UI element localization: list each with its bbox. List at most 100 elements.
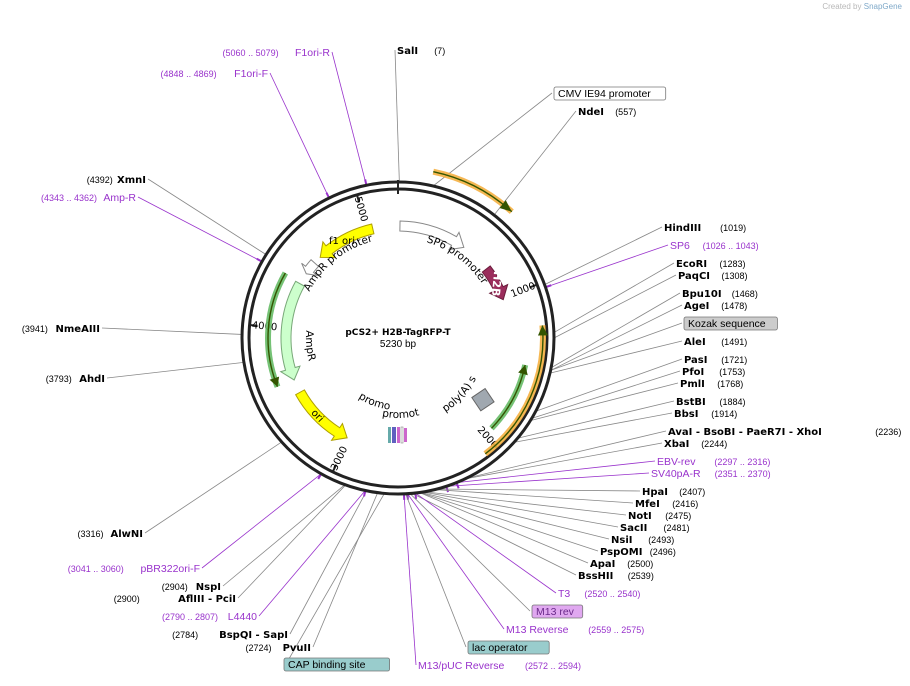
pbr322ori-name: pBR322ori-F [140, 563, 200, 575]
green-right-arrowhead [518, 365, 528, 376]
afliii-pos: (2900) [114, 594, 140, 604]
lac-operator-box [467, 640, 550, 655]
ecori-label-group: EcoRI (1283) [676, 259, 746, 270]
alwni-pos: (3316) [77, 529, 103, 539]
mfei-label-group: MfeI(2416) [635, 499, 698, 510]
bbsi-name: BbsI [674, 409, 698, 420]
feature-arcs [265, 168, 548, 457]
nsii-leader [420, 491, 610, 540]
sp6-pos: (1026 .. 1043) [703, 241, 759, 251]
sp6-label-group: SP6(1026 .. 1043) [670, 240, 759, 252]
tick-label: 4000 [251, 320, 277, 333]
l4440-name: L4440 [228, 611, 257, 623]
ecori-name: EcoRI [676, 259, 707, 270]
sali-name: SalI [397, 46, 418, 57]
nmeaiii-name: NmeAIII [56, 324, 100, 335]
paqci-pos: (1308) [722, 271, 748, 281]
map-length: 5230 bp [380, 339, 417, 350]
f1ori-r-label-group: F1ori-R(5060 .. 5079) [223, 47, 331, 59]
bspqi-pos: (2784) [172, 630, 198, 640]
nspi-name: NspI [196, 582, 221, 593]
xmni-label-group: XmnI(4392) [87, 175, 146, 186]
cmv-box [553, 86, 667, 101]
m13puc-leader [403, 493, 417, 666]
m13reverse-name: M13 Reverse [506, 624, 569, 636]
xbai-name: XbaI [664, 439, 689, 450]
apai-leader [419, 492, 589, 564]
sv40-polya-label: SV40 poly(A) signal [0, 0, 479, 417]
hindiii-label-group: HindIII(1019) [664, 223, 746, 234]
hindiii-pos: (1019) [720, 223, 746, 233]
bstbi-pos: (1884) [720, 397, 746, 407]
lac-operator-name: lac operator [472, 642, 528, 654]
agei-label-group: AgeI(1478) [684, 301, 747, 312]
sali-label-group: SalI(7) [397, 46, 445, 57]
m13puc-pos: (2572 .. 2594) [525, 661, 581, 671]
bpu10i-pos: (1468) [732, 289, 758, 299]
agei-leader [550, 304, 683, 371]
ebv-rev-label-group: EBV-rev(2297 .. 2316) [657, 456, 770, 468]
lac-operator-marker [388, 427, 391, 443]
alei-label-group: AleI(1491) [684, 337, 747, 348]
pmli-leader [530, 382, 679, 422]
xbai-pos: (2244) [701, 439, 727, 449]
avai-name: AvaI - BsoBI - PaeR7I - XhoI [668, 427, 822, 438]
pfoi-label-group: PfoI(1753) [682, 367, 745, 378]
cmv-leader [432, 92, 553, 187]
sacii-leader [422, 491, 619, 528]
sv40-polya-label-text: SV40 poly(A) signal [0, 0, 479, 417]
ecori-pos: (1283) [720, 259, 746, 269]
bsshii-label-group: BssHII(2539) [578, 571, 654, 582]
xbai-leader [465, 442, 663, 480]
amp-r-name: Amp-R [103, 192, 136, 204]
tick-label: 1000 [509, 281, 537, 300]
sv40-polya-shape [471, 387, 495, 412]
ampr-label: AmpR [303, 330, 318, 362]
bstbi-name: BstBI [676, 397, 706, 408]
orange-top-arc [432, 168, 514, 214]
m13rev-box [531, 604, 584, 619]
sacii-label-group: SacII(2481) [620, 523, 690, 534]
m13reverse-label-group: M13 Reverse(2559 .. 2575) [506, 624, 644, 636]
lac-promoter-marker [392, 427, 396, 443]
pbr322ori-leader [201, 473, 322, 569]
f1ori-f-name: F1ori-F [234, 68, 268, 80]
bspqi-label-group: BspQI - SapI(2784) [172, 630, 288, 641]
alwni-label-group: AlwNI(3316) [77, 529, 143, 540]
bsshii-name: BssHII [578, 571, 613, 582]
cmv-name: CMV IE94 promoter [558, 88, 651, 100]
hpai-label-group: HpaI (2407) [642, 487, 705, 498]
ahdi-pos: (3793) [46, 374, 72, 384]
ahdi-label-group: AhdI(3793) [46, 374, 105, 385]
apai-pos: (2500) [627, 559, 653, 569]
pspomi-pos: (2496) [650, 547, 676, 557]
ndei-label-group: NdeI(557) [578, 107, 636, 118]
pvuii-leader [312, 492, 379, 648]
pbr322ori-label-group: pBR322ori-F(3041 .. 3060) [68, 563, 200, 575]
alwni-leader [144, 441, 282, 534]
t3-site-marker [400, 426, 404, 444]
ebv-rev-name: EBV-rev [657, 456, 696, 468]
m13rev-leader [409, 493, 531, 612]
mfei-name: MfeI [635, 499, 660, 510]
hindiii-leader [544, 226, 663, 286]
t3-label-group: T3(2520 .. 2540) [558, 588, 640, 600]
bpu10i-leader [550, 292, 681, 369]
kozak-name: Kozak sequence [688, 318, 766, 330]
tick-mark [249, 324, 258, 327]
t3-name: T3 [558, 588, 570, 600]
pasi-pos: (1721) [721, 355, 747, 365]
noti-pos: (2475) [665, 511, 691, 521]
hpai-pos: (2407) [679, 487, 705, 497]
sp6-promoter-arrow [399, 220, 465, 251]
ndei-name: NdeI [578, 107, 604, 118]
pasi-label-group: PasI(1721) [684, 355, 747, 366]
ebv-rev-leader [456, 460, 656, 484]
hpai-name: HpaI [642, 487, 668, 498]
bstbi-leader [517, 400, 675, 439]
nsii-label-group: NsiI(2493) [611, 535, 674, 546]
apai-name: ApaI [590, 559, 615, 570]
alei-name: AleI [684, 337, 706, 348]
